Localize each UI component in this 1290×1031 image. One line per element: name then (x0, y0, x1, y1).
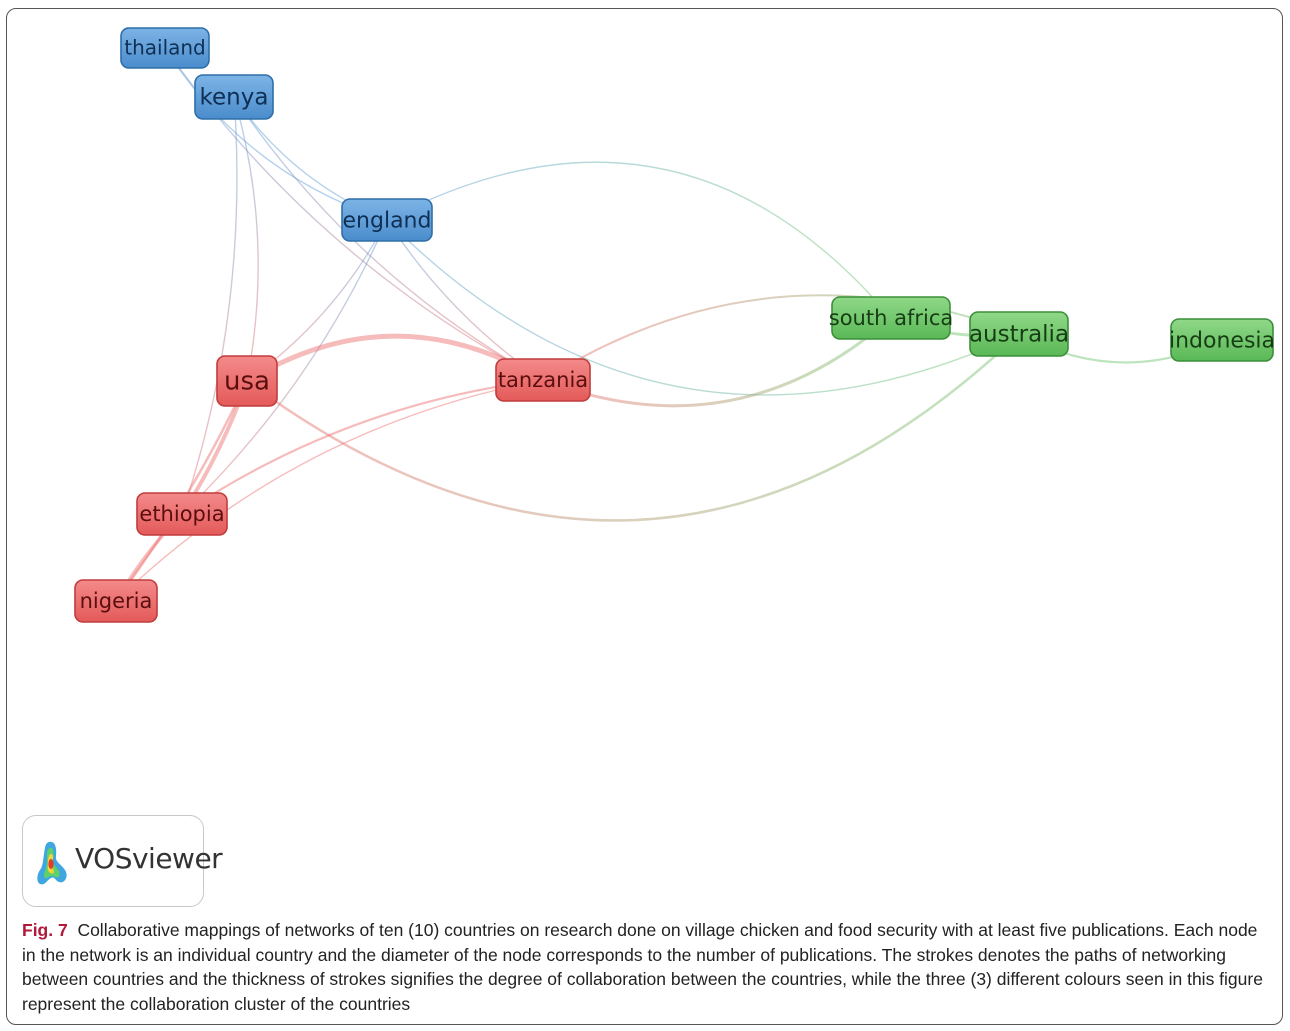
link-england-ethiopia (181, 219, 388, 515)
link-kenya-ethiopia (181, 96, 238, 515)
node-box (831, 296, 951, 340)
node-label: ethiopia (139, 502, 224, 526)
link-england-south_africa (386, 161, 892, 319)
link-kenya-tanzania (233, 96, 544, 381)
vosviewer-logo-text: VOSviewer (75, 842, 223, 875)
network-map: thailand kenya england usa tanzania ethiopia n… (74, 27, 1275, 623)
vosviewer-logo: VOSviewer (22, 815, 223, 907)
link-tanzania-south_africa (542, 316, 892, 408)
node-label: australia (969, 322, 1069, 348)
node-box (1170, 318, 1274, 362)
node-box (341, 198, 433, 242)
link-tanzania-ethiopia (181, 378, 544, 515)
node-box (495, 358, 591, 402)
node-box (969, 311, 1069, 357)
caption-label: Fig. 7 (22, 920, 68, 940)
node-box (74, 579, 158, 623)
link-thailand-england (164, 47, 388, 221)
node-label: tanzania (498, 368, 588, 392)
node-label: usa (224, 367, 270, 397)
node-usa[interactable]: usa (216, 355, 278, 407)
link-tanzania-nigeria (115, 379, 544, 602)
link-usa-australia (246, 333, 1020, 522)
node-box (120, 27, 210, 69)
node-label: nigeria (80, 589, 153, 613)
node-australia[interactable]: australia (969, 311, 1069, 357)
node-label: england (343, 208, 432, 233)
node-box (136, 492, 228, 536)
node-box (194, 74, 274, 120)
vosviewer-logo-icon (37, 841, 67, 885)
nodes-layer: thailand kenya england usa tanzania ethiopia n… (74, 27, 1275, 623)
figure-caption: Fig. 7 Collaborative mappings of network… (22, 918, 1272, 1016)
caption-text: Collaborative mappings of networks of te… (22, 920, 1263, 1014)
node-label: kenya (200, 85, 269, 111)
link-england-australia (386, 219, 1020, 396)
node-south-africa[interactable]: south africa (829, 296, 953, 340)
node-label: indonesia (1169, 328, 1275, 353)
node-label: south africa (829, 306, 953, 330)
node-tanzania[interactable]: tanzania (495, 358, 591, 402)
node-thailand[interactable]: thailand (120, 27, 210, 69)
link-england-tanzania (386, 219, 544, 381)
node-label: thailand (124, 36, 206, 60)
node-england[interactable]: england (341, 198, 433, 242)
node-box (216, 355, 278, 407)
node-nigeria[interactable]: nigeria (74, 579, 158, 623)
node-ethiopia[interactable]: ethiopia (136, 492, 228, 536)
figure-frame (6, 8, 1283, 1025)
link-kenya-usa (233, 96, 259, 382)
node-kenya[interactable]: kenya (194, 74, 274, 120)
node-indonesia[interactable]: indonesia (1169, 318, 1275, 362)
